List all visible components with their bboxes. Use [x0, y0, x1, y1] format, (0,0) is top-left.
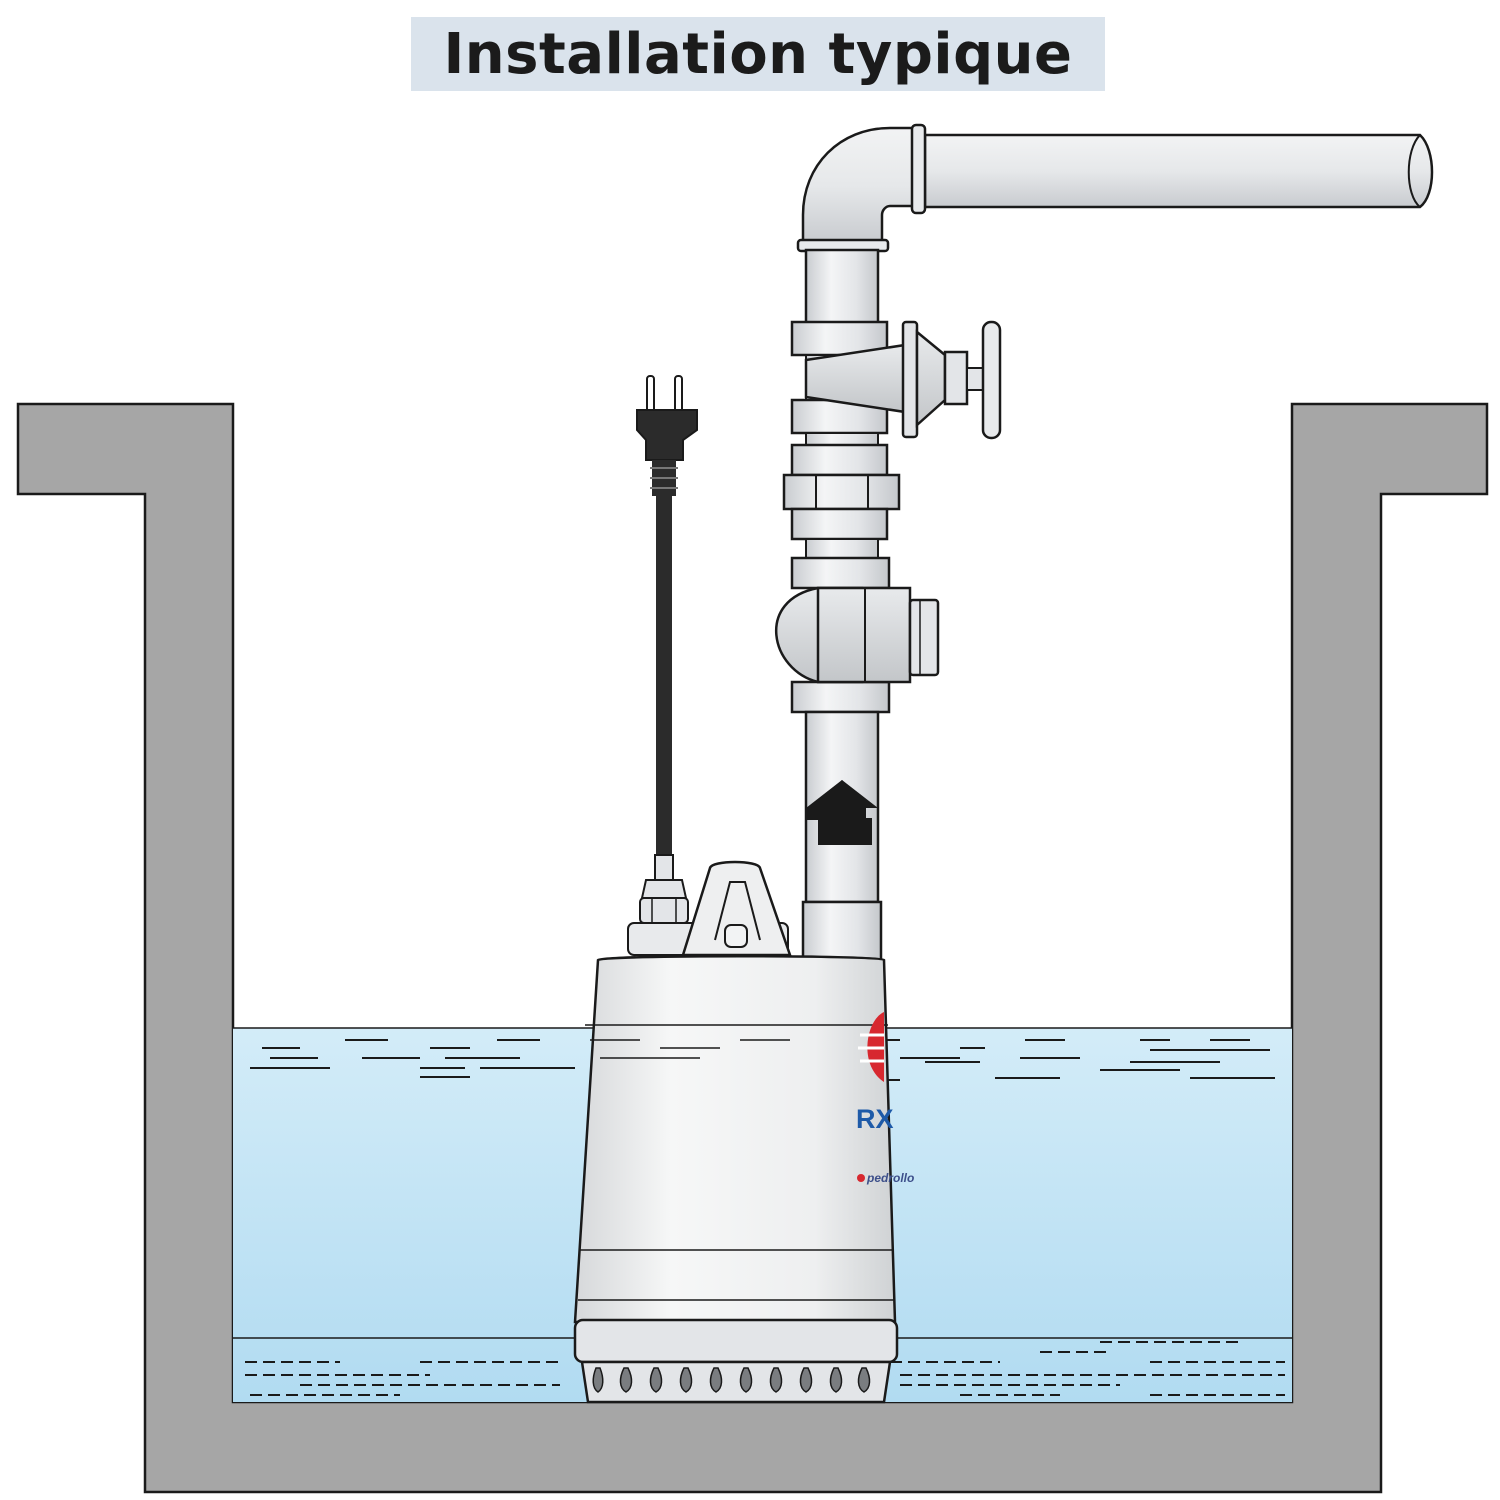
pump-outlet-nipple — [801, 900, 883, 964]
flow-arrow-shape — [806, 780, 878, 845]
gate-valve — [790, 320, 986, 439]
title-banner: Installation typique — [411, 17, 1105, 91]
pipe-elbow — [801, 126, 917, 245]
pump-model-label: RX — [856, 1104, 894, 1134]
plug-icon — [636, 375, 698, 496]
diagram-title: Installation typique — [443, 21, 1073, 87]
pump-intake-slots — [592, 1367, 871, 1393]
pump-brand-label: pedrollo — [866, 1171, 914, 1185]
pump-handle[interactable] — [681, 860, 792, 957]
discharge-pipe-horizontal — [923, 133, 1434, 209]
submersible-pump — [573, 955, 899, 1404]
union-fitting — [782, 432, 901, 560]
elbow-flange-right — [910, 123, 927, 215]
valve-handwheel[interactable] — [981, 320, 1002, 440]
brand-logo-icon — [858, 1012, 884, 1082]
water-ripples-bottom — [245, 1341, 1285, 1396]
pipe-cut-end — [1407, 134, 1421, 208]
power-cable — [654, 495, 674, 884]
brand-dot — [857, 1174, 865, 1182]
riser-pipe-top — [804, 248, 880, 327]
water-ripples-over-pump — [590, 1039, 790, 1059]
check-valve — [775, 556, 940, 714]
